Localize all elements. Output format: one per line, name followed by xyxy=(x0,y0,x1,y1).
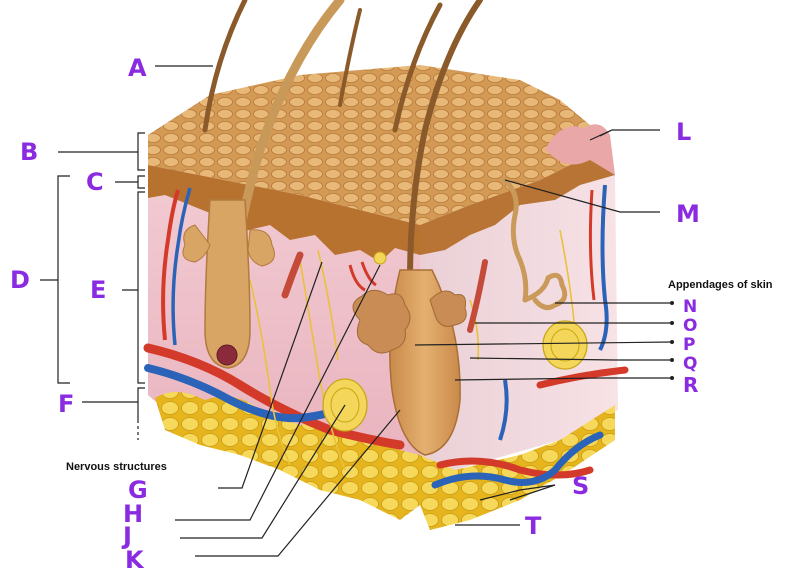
vein-side xyxy=(431,431,604,489)
label-M: M xyxy=(676,200,700,228)
leader-H xyxy=(175,264,381,521)
epidermis-surface xyxy=(148,65,600,225)
epidermis-front-edge xyxy=(148,165,420,262)
tactile-corpuscle xyxy=(373,251,387,265)
vein-branch xyxy=(498,379,509,441)
label-T: T xyxy=(525,512,542,540)
label-D: D xyxy=(10,266,30,294)
label-K: K xyxy=(125,546,145,574)
label-L: L xyxy=(676,118,691,146)
vein-vertical-left xyxy=(171,187,192,346)
artery-side-vertical xyxy=(588,189,596,301)
leader-J xyxy=(180,404,346,539)
leader-lines xyxy=(155,65,674,557)
artery-side xyxy=(436,457,594,479)
hair-shaft-long xyxy=(407,0,483,283)
label-P: P xyxy=(683,335,695,355)
leader-Q xyxy=(469,357,672,361)
artery-vertical-left xyxy=(161,189,180,341)
label-G: G xyxy=(128,476,148,504)
nerve-fiber xyxy=(317,249,339,361)
label-O: O xyxy=(683,316,697,336)
label-A: A xyxy=(128,54,147,82)
labels: A B C D E F G H J K L M N O P Q R S T xyxy=(10,54,700,574)
leader-P xyxy=(414,341,673,346)
artery-deep xyxy=(143,343,405,450)
caption-nervous: Nervous structures xyxy=(66,461,167,473)
label-R: R xyxy=(683,373,698,397)
leader-L xyxy=(589,129,660,141)
label-F: F xyxy=(58,390,74,418)
leader-dot-N xyxy=(670,301,674,305)
vein-side-vertical xyxy=(598,184,609,351)
sebaceous-gland-left xyxy=(182,224,211,263)
leader-G xyxy=(218,261,323,489)
arrector-pili xyxy=(467,259,488,333)
arrector-pili-left xyxy=(281,251,304,299)
label-N: N xyxy=(683,297,697,317)
nerve-fiber xyxy=(559,229,576,331)
sweat-coil xyxy=(522,272,568,311)
hair-shaft xyxy=(202,0,248,133)
lamellar-corpuscle xyxy=(542,320,588,370)
bracket-D xyxy=(40,175,70,384)
lamellar-corpuscle-inner xyxy=(330,387,360,423)
leader-dot-Q xyxy=(670,358,674,362)
brackets xyxy=(40,132,145,440)
bracket-C xyxy=(115,175,145,189)
label-Q: Q xyxy=(683,354,697,374)
sebaceous-cluster-2 xyxy=(429,290,467,327)
hair-bulb xyxy=(216,344,238,366)
nerve-fiber xyxy=(249,279,291,466)
bracket-B xyxy=(58,132,145,171)
label-H: H xyxy=(123,500,143,528)
label-E: E xyxy=(90,276,106,304)
nerve-fiber xyxy=(299,259,346,471)
bracket-F xyxy=(82,387,145,420)
hair-follicle-left xyxy=(182,199,275,369)
sebaceous-cluster xyxy=(352,289,411,354)
hair-shaft xyxy=(392,2,443,133)
sweat-gland xyxy=(502,177,568,311)
sweat-duct xyxy=(502,177,529,303)
hair-shaft xyxy=(338,8,362,107)
leader-M xyxy=(504,179,660,213)
label-B: B xyxy=(20,138,38,166)
follicle xyxy=(204,199,251,369)
leader-dot-R xyxy=(670,376,674,380)
sebaceous-gland-right xyxy=(247,229,275,267)
label-J: J xyxy=(121,522,132,550)
leader-K xyxy=(195,409,401,557)
papilla-capillary xyxy=(348,261,377,292)
leader-dot-P xyxy=(670,340,674,344)
bracket-E xyxy=(122,191,145,384)
label-S: S xyxy=(572,472,589,500)
hypodermis-fat xyxy=(155,391,420,520)
lamellar-corpuscle-inner xyxy=(550,328,580,362)
hair-follicle-center xyxy=(281,251,488,456)
nerve-fiber xyxy=(469,299,480,361)
leader-dot-O xyxy=(670,321,674,325)
caption-appendages: Appendages of skin xyxy=(668,279,773,291)
artery-side-upper xyxy=(536,366,629,389)
leader-S xyxy=(479,484,556,501)
leader-R xyxy=(454,377,672,381)
hairs xyxy=(202,0,483,365)
label-C: C xyxy=(86,168,104,196)
